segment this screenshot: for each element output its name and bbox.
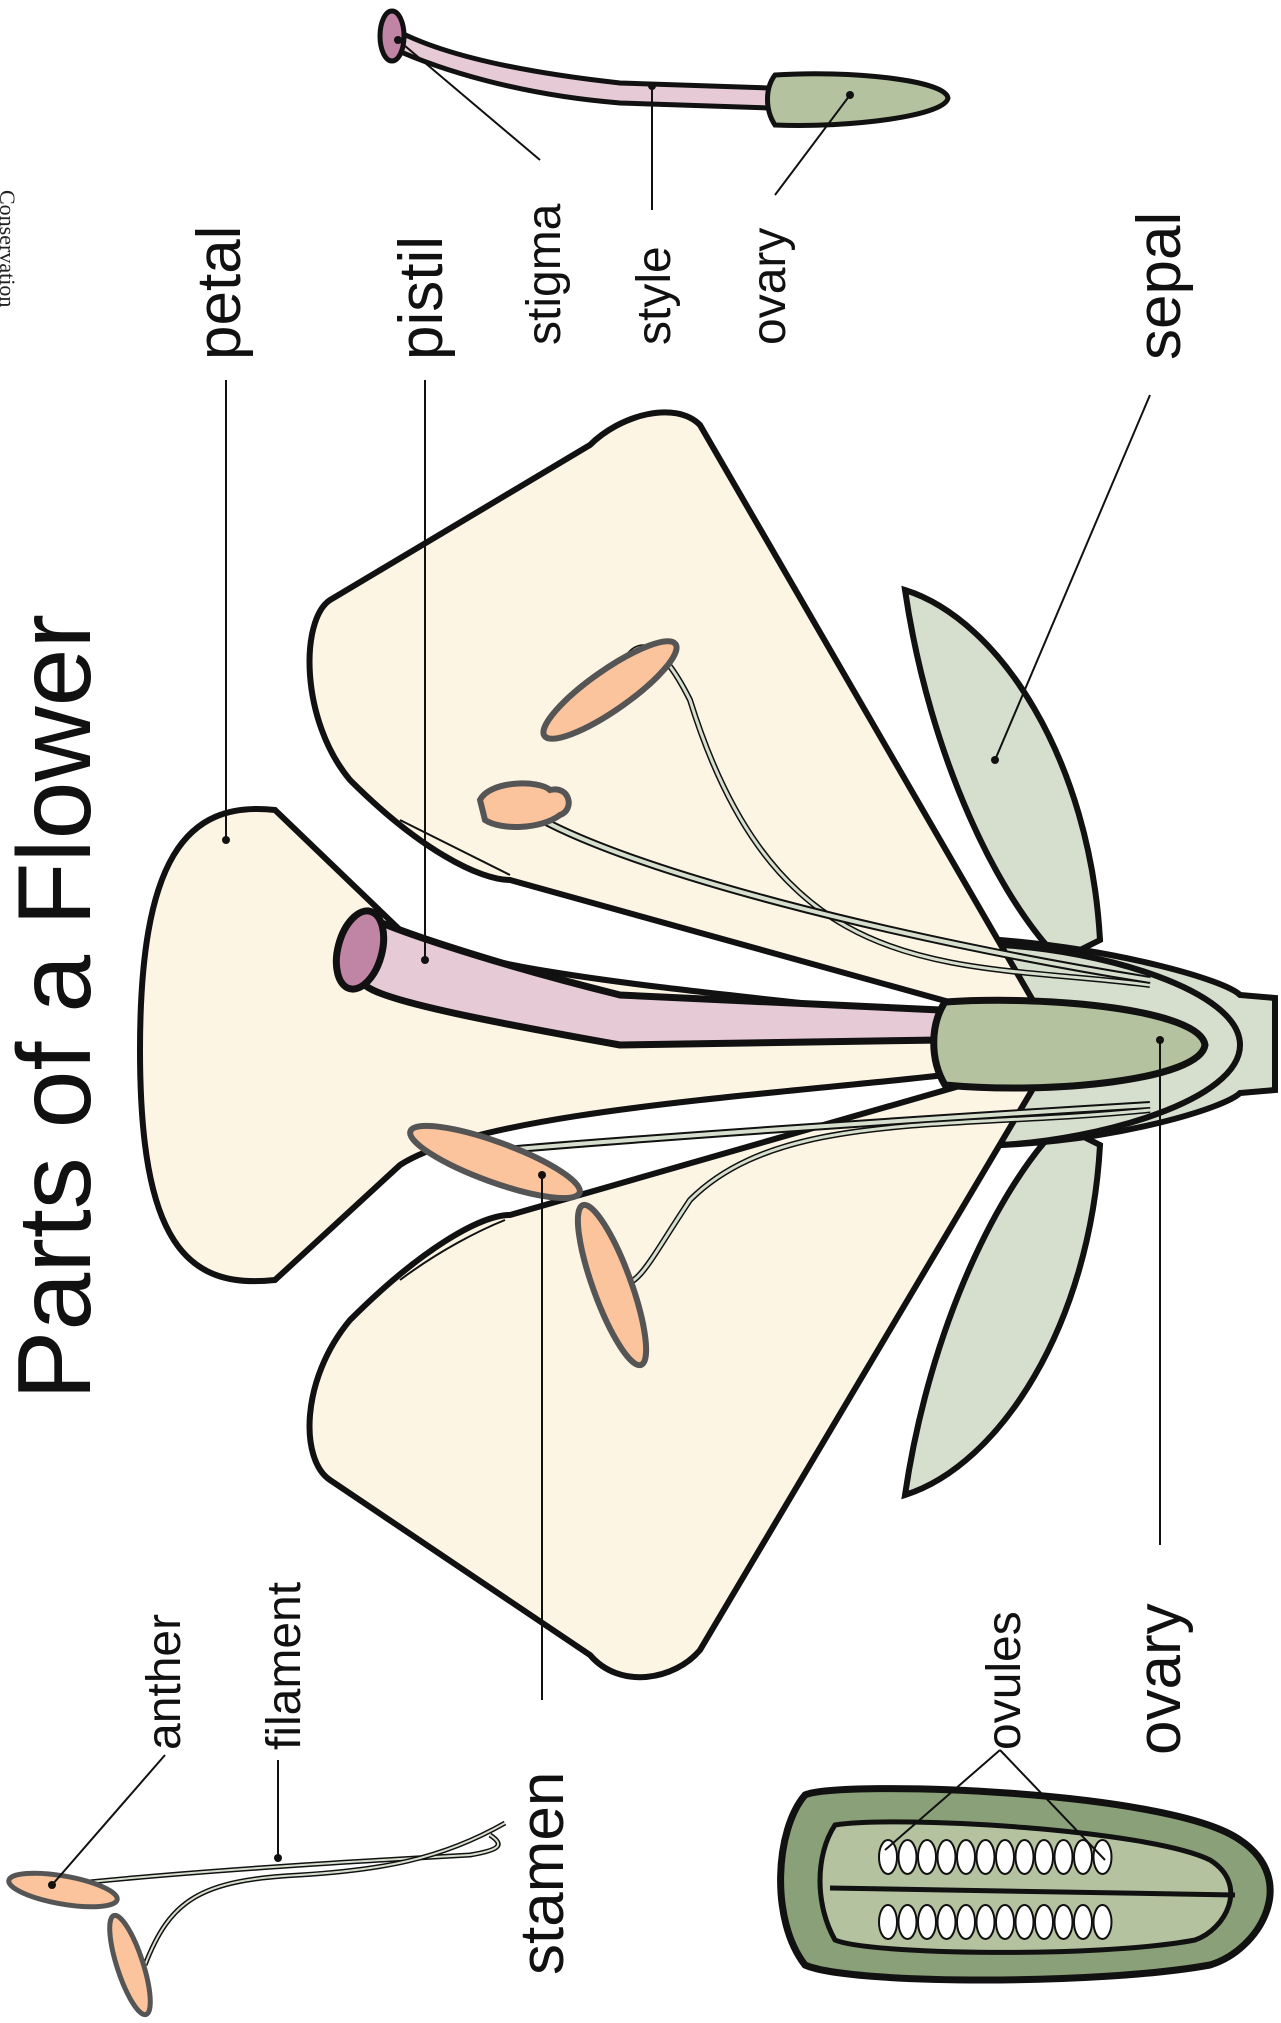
detail-stigma <box>380 11 404 61</box>
leader-ovary-small-dot <box>846 91 854 99</box>
ovule <box>918 1840 936 1874</box>
ovule <box>957 1905 975 1939</box>
ovule <box>1074 1905 1092 1939</box>
ovule <box>1016 1840 1034 1874</box>
diagram-title: Parts of a Flower <box>0 614 113 1400</box>
ovule <box>957 1840 975 1874</box>
ovule <box>938 1840 956 1874</box>
leader-sepal-dot <box>991 756 999 764</box>
label-style: style <box>628 246 681 345</box>
ovule <box>1016 1905 1034 1939</box>
label-sepal: sepal <box>1125 212 1194 360</box>
ovule <box>1035 1840 1053 1874</box>
ovule <box>1055 1840 1073 1874</box>
ovule <box>1035 1905 1053 1939</box>
leader-sepal <box>995 395 1150 760</box>
detail-filament-2-inner <box>145 1823 505 1965</box>
ovule <box>879 1905 897 1939</box>
ovule <box>1055 1905 1073 1939</box>
leader-pistil-dot <box>421 956 429 964</box>
ovary-detail <box>781 1789 1271 1980</box>
label-stigma: stigma <box>518 203 571 345</box>
anther-2 <box>480 783 569 827</box>
corner-text: Conservation <box>0 190 20 307</box>
ovule <box>977 1905 995 1939</box>
leader-stigma-dot <box>394 36 402 44</box>
label-filament: filament <box>258 1582 311 1750</box>
ovule <box>977 1840 995 1874</box>
ovule <box>938 1905 956 1939</box>
leader-style-dot <box>648 82 656 90</box>
ovule <box>996 1905 1014 1939</box>
ovule <box>918 1905 936 1939</box>
detail-style <box>392 28 770 108</box>
pistil-detail <box>380 11 948 125</box>
label-ovules: ovules <box>978 1611 1031 1750</box>
detail-ovary <box>768 74 949 126</box>
label-ovary-small: ovary <box>743 228 796 345</box>
ovule <box>1074 1840 1092 1874</box>
detail-anther-2 <box>102 1912 159 2019</box>
label-stamen: stamen <box>508 1772 577 1975</box>
leader-stamen-dot <box>538 1171 546 1179</box>
leader-petal-dot <box>222 836 230 844</box>
ovule <box>996 1840 1014 1874</box>
leader-anther-dot <box>48 1881 56 1889</box>
label-ovary-large: ovary <box>1125 1603 1194 1755</box>
label-anther: anther <box>138 1614 191 1750</box>
leader-anther <box>52 1755 165 1885</box>
label-petal: petal <box>185 226 254 360</box>
leader-ovary-large-dot <box>1156 1036 1164 1044</box>
ovule <box>899 1905 917 1939</box>
ovule <box>1094 1905 1112 1939</box>
leader-filament-dot <box>274 1854 282 1862</box>
ovule <box>879 1840 897 1874</box>
ovule <box>899 1840 917 1874</box>
label-pistil: pistil <box>387 236 456 360</box>
